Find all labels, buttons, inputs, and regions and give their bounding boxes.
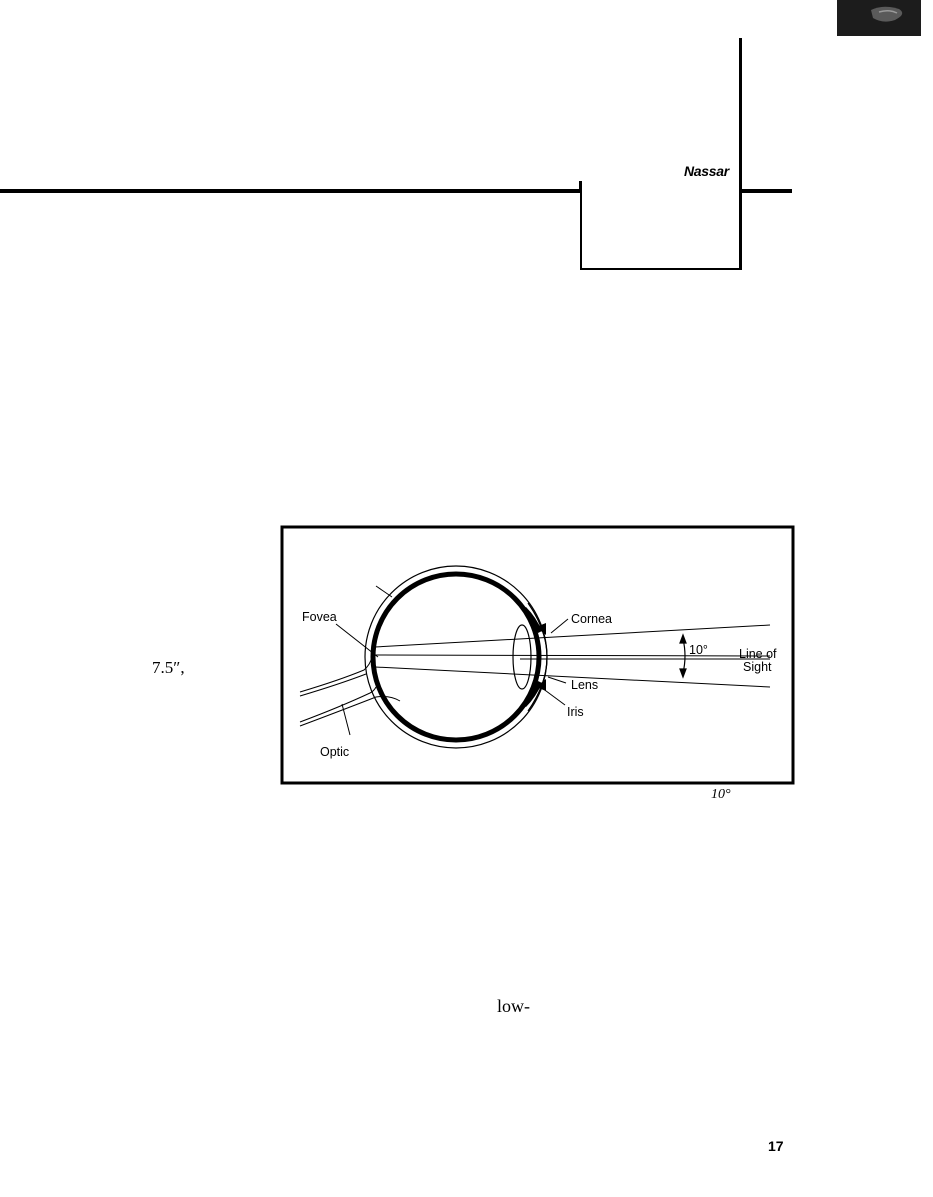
label-iris: Iris [567,705,584,719]
light-rays [374,624,771,688]
header-box-right-edge [739,38,742,270]
optic-nerve [299,656,401,727]
ciliary-body-lower [522,681,542,707]
figure-caption-angle: 10° [711,787,731,802]
label-optic: Optic [320,745,349,759]
label-lens: Lens [571,678,598,692]
label-sight: Sight [743,660,772,674]
header-box-bottom-edge [580,268,742,270]
page-corner-tab-icon [837,0,921,36]
iris-upper [536,623,546,635]
angle-marker [679,633,687,679]
running-head-author: Nassar [684,163,729,179]
ciliary-body-upper [522,607,542,633]
retina [370,571,542,743]
page-number: 17 [768,1138,784,1154]
iris-lower [536,679,546,691]
header-rule-tick [579,181,582,193]
eye-diagram-figure: Fovea Cornea 10° Line of Sight Lens Iris… [280,525,795,785]
header-box-left-edge [580,189,582,270]
label-angle: 10° [689,643,708,657]
cornea-inner [531,608,548,706]
label-line-of: Line of [739,647,777,661]
figure-frame [280,525,795,785]
header-rule-right [742,189,792,193]
body-text-low: low- [497,996,530,1016]
label-fovea: Fovea [302,610,337,624]
lens [512,624,532,690]
body-text-dimension: 7.5″, [152,658,185,677]
header-rule-left [0,189,582,193]
leader-lines [335,585,569,736]
label-cornea: Cornea [571,612,612,626]
corner-tab-texture [871,6,903,22]
